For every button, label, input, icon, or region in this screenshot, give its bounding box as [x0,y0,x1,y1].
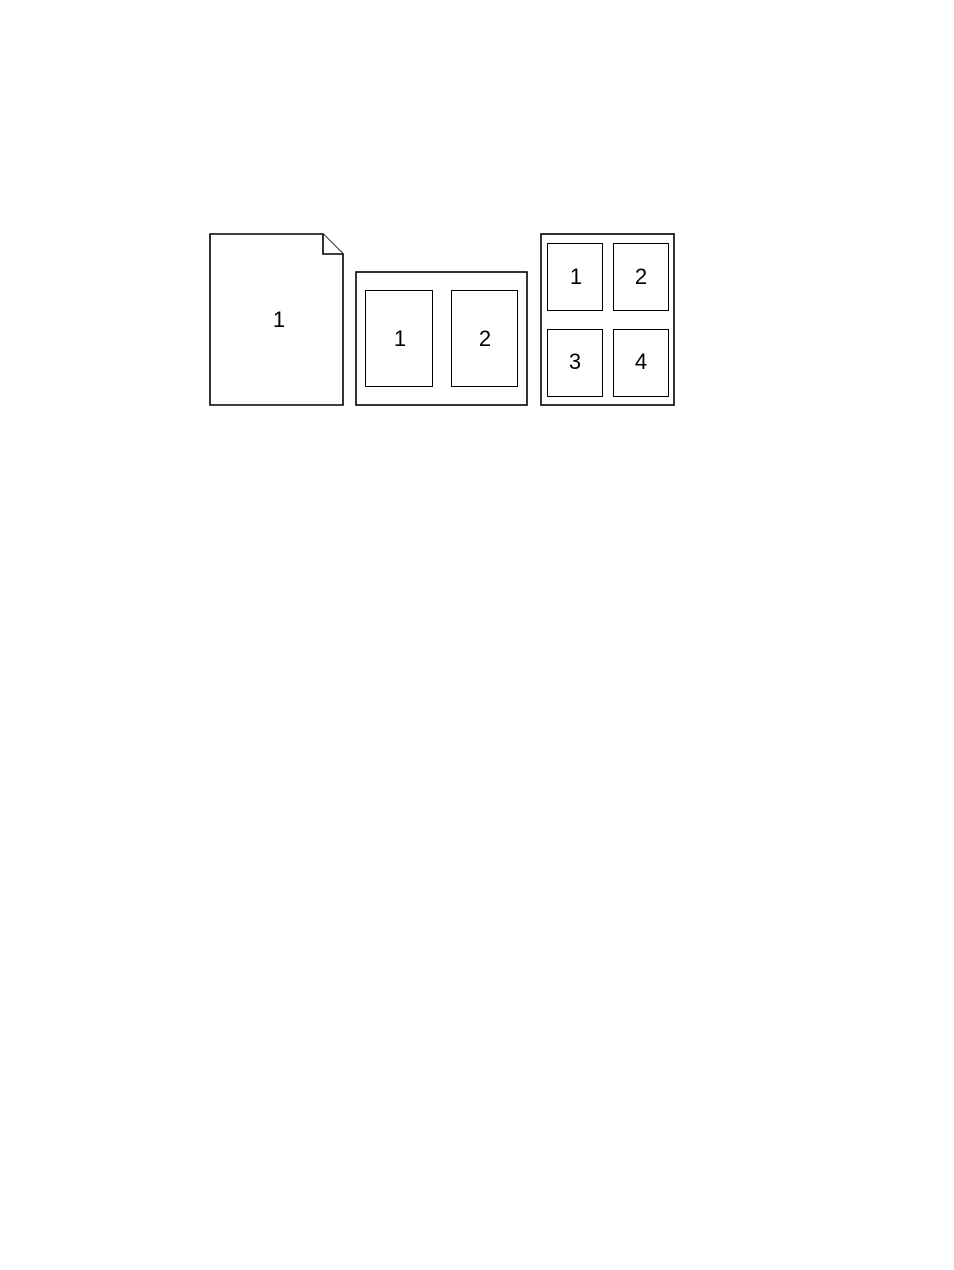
two-up-group: 1 2 [356,272,527,405]
two-up-page-number-2: 2 [479,326,491,351]
folded-corner [323,234,343,254]
two-up-page-number-1: 1 [394,326,406,351]
single-page-group: 1 [210,234,343,405]
four-up-page-number-1: 1 [570,264,582,289]
four-up-page-number-2: 2 [635,264,647,289]
four-up-group: 1 2 3 4 [541,234,674,405]
four-up-page-number-3: 3 [569,349,581,374]
single-page-number: 1 [273,307,285,332]
four-up-page-number-4: 4 [635,349,647,374]
